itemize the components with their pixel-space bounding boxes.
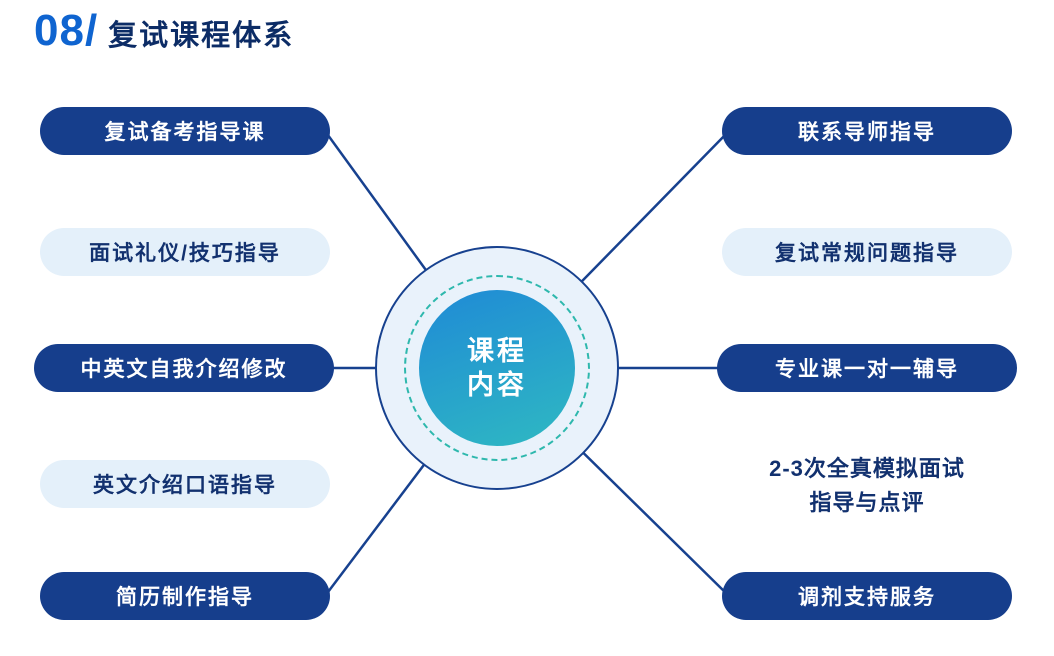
pill-right-5: 调剂支持服务 [722, 572, 1012, 620]
pill-left-3-label: 中英文自我介绍修改 [80, 358, 288, 381]
right-item-4-text: 2-3次全真模拟面试 指导与点评 [712, 452, 1022, 520]
page-title: 复试课程体系 [108, 20, 295, 52]
pill-left-5: 简历制作指导 [40, 572, 330, 620]
pill-right-1: 联系导师指导 [722, 107, 1012, 155]
pill-right-3: 专业课一对一辅导 [717, 344, 1017, 392]
center-circle-dashed-ring: 课程 内容 [404, 275, 590, 461]
pill-left-1: 复试备考指导课 [40, 107, 330, 155]
pill-right-2: 复试常规问题指导 [722, 228, 1012, 276]
pill-left-2: 面试礼仪/技巧指导 [40, 228, 330, 276]
pill-left-3: 中英文自我介绍修改 [34, 344, 334, 392]
right-item-4-line2: 指导与点评 [809, 490, 925, 515]
pill-right-2-label: 复试常规问题指导 [775, 242, 959, 265]
pill-left-4-label: 英文介绍口语指导 [93, 474, 277, 497]
right-item-4-line1: 2-3次全真模拟面试 [769, 456, 965, 481]
pill-left-2-label: 面试礼仪/技巧指导 [89, 242, 281, 265]
pill-right-3-label: 专业课一对一辅导 [775, 358, 959, 381]
pill-right-1-label: 联系导师指导 [798, 121, 936, 144]
pill-left-1-label: 复试备考指导课 [104, 121, 266, 144]
pill-left-4: 英文介绍口语指导 [40, 460, 330, 508]
pill-left-5-label: 简历制作指导 [116, 586, 254, 609]
center-circle-core: 课程 内容 [419, 290, 575, 446]
header: 08/ 复试课程体系 [34, 6, 294, 56]
section-number: 08/ [34, 6, 99, 55]
center-label-line1: 课程 [467, 336, 527, 366]
center-circle: 课程 内容 [375, 246, 619, 490]
pill-right-5-label: 调剂支持服务 [798, 586, 936, 609]
center-label-line2: 内容 [467, 370, 527, 400]
